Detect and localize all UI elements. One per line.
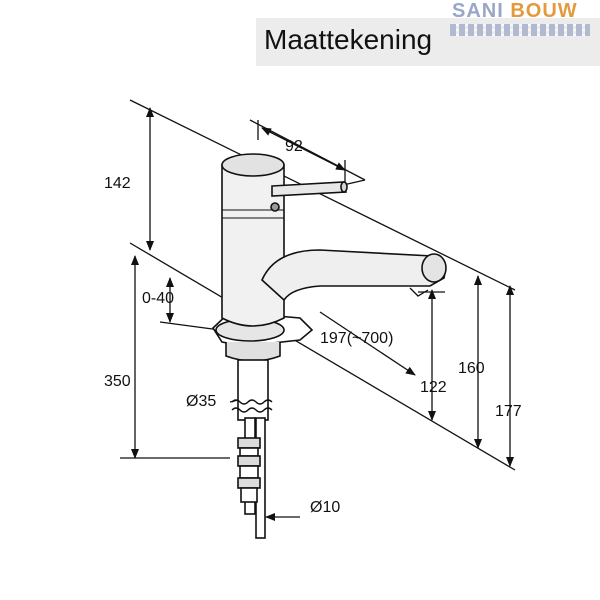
dim-label-122: 122	[420, 379, 447, 396]
mounting-nut	[225, 342, 281, 362]
faucet-spout	[261, 249, 446, 302]
faucet-body	[211, 153, 447, 539]
dim-label-177: 177	[495, 403, 522, 420]
dim-label-197: 197(~700)	[320, 330, 393, 347]
dim-label-10: Ø10	[310, 499, 340, 516]
faucet-lever	[271, 181, 347, 197]
brand-logo-pattern	[450, 24, 590, 36]
dim-line-197	[319, 311, 416, 376]
dim-label-142: 142	[104, 175, 131, 192]
dim-label-350: 350	[104, 373, 131, 390]
dim-line-92	[261, 127, 346, 171]
extension-line-top	[129, 99, 516, 291]
brand-logo-part2: BOUW	[510, 0, 578, 22]
brand-logo: SANI BOUW	[452, 0, 578, 23]
brand-logo-part1: SANI	[452, 0, 504, 22]
dim-label-35: Ø35	[186, 393, 216, 410]
extension-line-base	[129, 242, 516, 471]
dim-label-160: 160	[458, 360, 485, 377]
dim-label-92: 92	[285, 138, 303, 155]
drawing-title: Maattekening	[264, 24, 433, 55]
dim-label-0-40: 0-40	[142, 290, 174, 307]
